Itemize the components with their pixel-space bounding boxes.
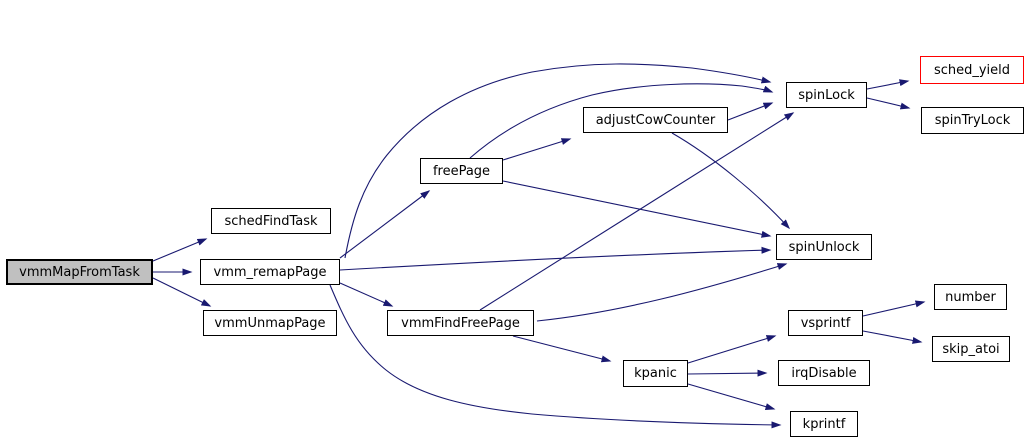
graph-node-vmm_remapPage[interactable]: vmm_remapPage bbox=[200, 259, 340, 285]
edge-spinLock-to-spinTryLock bbox=[866, 97, 911, 110]
edge-spinLock-to-sched_yield bbox=[866, 79, 910, 90]
graph-node-schedFindTask[interactable]: schedFindTask bbox=[211, 208, 331, 234]
edge-freePage-to-adjustCowCounter bbox=[502, 138, 572, 161]
graph-node-sched_yield[interactable]: sched_yield bbox=[920, 56, 1024, 84]
edge-freePage-to-spinUnlock bbox=[502, 180, 772, 238]
graph-node-label: kprintf bbox=[802, 416, 846, 432]
graph-node-label: freePage bbox=[432, 163, 491, 179]
graph-node-label: vmmUnmapPage bbox=[214, 315, 326, 331]
graph-node-label: vmmFindFreePage bbox=[401, 315, 520, 331]
graph-node-kpanic[interactable]: kpanic bbox=[623, 360, 688, 387]
graph-node-label: adjustCowCounter bbox=[595, 112, 716, 128]
graph-node-vmmUnmapPage[interactable]: vmmUnmapPage bbox=[203, 310, 337, 336]
edge-vmm_remapPage-to-vmmFindFreePage bbox=[339, 282, 394, 307]
edge-vmm_remapPage-to-spinLock bbox=[344, 63, 772, 259]
edge-kpanic-to-kprintf bbox=[687, 383, 776, 410]
graph-node-vmmFindFreePage[interactable]: vmmFindFreePage bbox=[387, 310, 534, 336]
edge-vmmFindFreePage-to-spinLock bbox=[479, 112, 795, 311]
graph-node-kprintf[interactable]: kprintf bbox=[790, 411, 858, 437]
graph-node-label: vmm_remapPage bbox=[213, 264, 327, 280]
graph-node-label: spinLock bbox=[798, 87, 855, 103]
edge-adjustCowCounter-to-spinUnlock bbox=[671, 132, 791, 230]
graph-node-vsprintf[interactable]: vsprintf bbox=[788, 310, 863, 336]
graph-node-irqDisable[interactable]: irqDisable bbox=[778, 360, 870, 386]
graph-node-spinTryLock[interactable]: spinTryLock bbox=[921, 107, 1024, 134]
edge-vmm_remapPage-to-spinUnlock bbox=[339, 246, 772, 271]
edge-adjustCowCounter-to-spinLock bbox=[727, 102, 774, 121]
graph-node-label: vsprintf bbox=[800, 315, 851, 331]
graph-node-label: vmmMapFromTask bbox=[19, 264, 140, 280]
edge-vmmFindFreePage-to-spinUnlock bbox=[536, 263, 788, 322]
graph-node-label: skip_atoi bbox=[942, 341, 1000, 357]
edge-vsprintf-to-number bbox=[862, 300, 926, 317]
edge-vsprintf-to-skip_atoi bbox=[862, 330, 923, 344]
graph-node-label: irqDisable bbox=[791, 365, 857, 381]
graph-node-label: spinUnlock bbox=[788, 239, 860, 255]
edge-vmm_remapPage-to-kprintf bbox=[329, 284, 782, 429]
graph-node-spinLock[interactable]: spinLock bbox=[786, 82, 867, 108]
graph-node-vmmMapFromTask: vmmMapFromTask bbox=[6, 259, 153, 285]
edge-kpanic-to-irqDisable bbox=[687, 369, 768, 377]
graph-node-label: number bbox=[945, 289, 996, 305]
graph-node-label: sched_yield bbox=[933, 62, 1011, 78]
edge-vmm_remapPage-to-freePage bbox=[339, 190, 431, 259]
graph-node-label: schedFindTask bbox=[224, 213, 318, 229]
edge-vmmMapFromTask-to-schedFindTask bbox=[152, 238, 208, 262]
graph-node-freePage[interactable]: freePage bbox=[420, 158, 503, 184]
graph-node-spinUnlock[interactable]: spinUnlock bbox=[776, 234, 872, 260]
graph-node-adjustCowCounter[interactable]: adjustCowCounter bbox=[583, 107, 728, 133]
graph-node-skip_atoi[interactable]: skip_atoi bbox=[932, 336, 1010, 362]
graph-node-number[interactable]: number bbox=[934, 284, 1007, 310]
edge-kpanic-to-vsprintf bbox=[687, 335, 777, 364]
edge-vmmFindFreePage-to-kpanic bbox=[512, 335, 612, 363]
graph-node-label: spinTryLock bbox=[934, 113, 1011, 128]
graph-node-label: kpanic bbox=[634, 366, 677, 381]
